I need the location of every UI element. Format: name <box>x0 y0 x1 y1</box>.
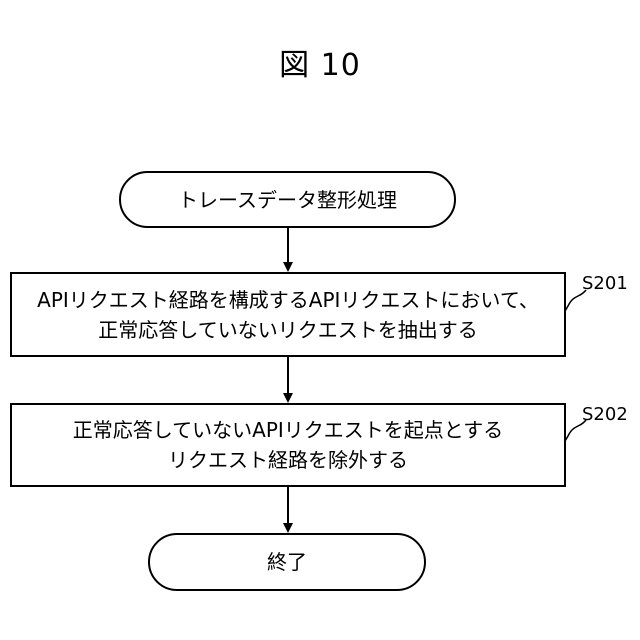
s202-line1: 正常応答していないAPIリクエストを起点とする <box>73 415 503 445</box>
s201-line1: APIリクエスト経路を構成するAPIリクエストにおいて、 <box>37 285 539 315</box>
process-step-s201: APIリクエスト経路を構成するAPIリクエストにおいて、 正常応答していないリク… <box>10 272 566 357</box>
s202-line2: リクエスト経路を除外する <box>73 445 503 475</box>
start-terminal: トレースデータ整形処理 <box>119 171 456 228</box>
step-label-s202: S202 <box>582 404 628 425</box>
process-step-s202: 正常応答していないAPIリクエストを起点とする リクエスト経路を除外する <box>10 403 566 487</box>
end-label: 終了 <box>267 547 307 577</box>
s201-line2: 正常応答していないリクエストを抽出する <box>37 315 539 345</box>
start-label: トレースデータ整形処理 <box>178 185 397 215</box>
step-label-s201: S201 <box>582 273 628 294</box>
end-terminal: 終了 <box>148 533 426 591</box>
